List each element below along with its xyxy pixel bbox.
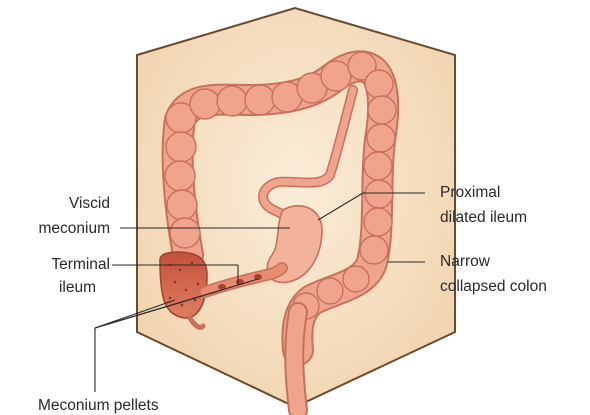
label-narrow-line2: collapsed colon [440,278,547,295]
label-meconium-pellets: Meconium pellets [38,397,159,414]
label-terminal-line1: Terminal [51,256,110,273]
label-proximal-line1: Proximal [440,184,500,201]
label-narrow-line1: Narrow [440,253,491,270]
label-proximal-line2: dilated ileum [440,209,527,226]
label-viscid-line2: meconium [39,220,111,237]
label-terminal-line2: ileum [59,279,96,296]
label-viscid-line1: Viscid [69,195,110,212]
